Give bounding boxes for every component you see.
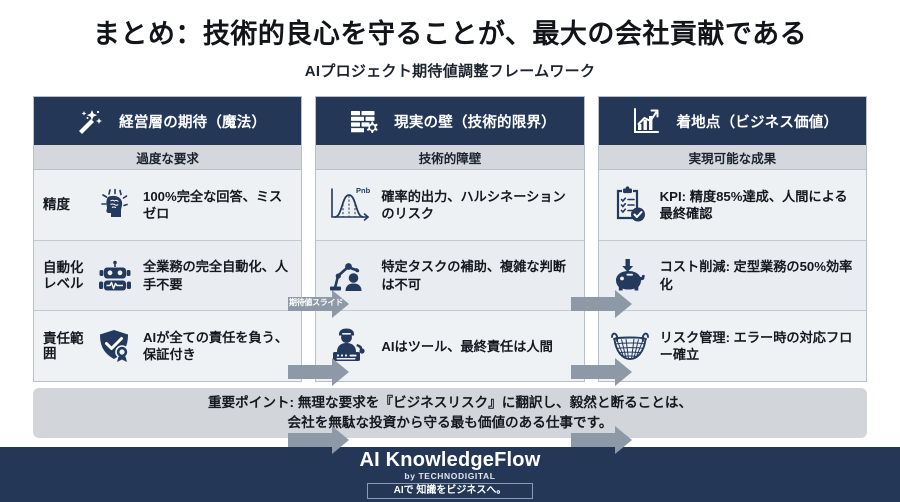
page-title: まとめ：技術的良心を守ることが、最大の会社貢献である [92, 19, 808, 49]
cell-text: AIはツール、最終責任は人間 [381, 338, 553, 354]
note-line-2: 会社を無駄な投資から守る最も価値のある仕事です。 [287, 415, 613, 430]
column-landing: 着地点（ビジネス価値） 実現可能な成果 [597, 96, 867, 382]
key-point-note: 重要ポイント: 無理な要求を『ビジネスリスク』に翻訳し、毅然と断ることは、 会社… [33, 388, 867, 438]
row-label-accuracy: 精度 [43, 197, 70, 213]
cell-landing-accuracy: KPI: 精度85%達成、人間による最終確認 [598, 170, 866, 241]
cell-text: 全業務の完全自動化、人手不要 [143, 259, 289, 292]
brand-name: AI KnowledgeFlow [359, 448, 541, 471]
cell-expectation-automation: 自動化レベル [34, 240, 302, 312]
row-label-responsibility: 責任範囲 [43, 330, 84, 362]
column-title: 着地点（ビジネス価値） [676, 114, 839, 131]
probability-curve-icon: Pnb [325, 185, 373, 225]
row-label-automation: 自動化レベル [43, 259, 84, 291]
clipboard-check-icon [608, 185, 652, 225]
cell-reality-automation: 特定タスクの補助、複雑な判断は不可 [316, 240, 584, 312]
safety-net-icon [608, 326, 652, 366]
cell-text: 特定タスクの補助、複雑な判断は不可 [381, 259, 566, 292]
cell-text: 確率的出力、ハルシネーションのリスク [381, 188, 566, 221]
piggy-bank-icon [608, 256, 652, 296]
magic-wand-icon [69, 101, 109, 141]
cell-text: 100%完全な回答、ミスゼロ [143, 188, 283, 221]
column-cells: Pnb 確率的出力、ハルシネーションのリスク [316, 170, 584, 382]
robot-icon [95, 256, 135, 296]
cell-text: KPI: 精度85%達成、人間による最終確認 [659, 188, 848, 221]
robot-arm-person-icon [325, 256, 373, 296]
cell-text: リスク管理: エラー時の対応フロー確立 [659, 330, 853, 363]
column-subheader: 技術的障壁 [316, 145, 584, 170]
wall-gear-icon [344, 101, 384, 141]
cell-landing-responsibility: リスク管理: エラー時の対応フロー確立 [598, 311, 866, 382]
column-header-landing: 着地点（ビジネス価値） [598, 97, 866, 145]
brand-byline: by TECHNODIGITAL [404, 470, 496, 481]
page-subtitle: AIプロジェクト期待値調整フレームワーク [304, 63, 596, 81]
column-header-expectation: 経営層の期待（魔法） [34, 97, 302, 145]
note-line-1: 重要ポイント: 無理な要求を『ビジネスリスク』に翻訳し、毅然と断ることは、 [207, 395, 693, 411]
cell-text: AIが全ての責任を負う、保証付き [143, 330, 289, 363]
probability-curve-icon-label: Pnb [356, 186, 371, 195]
cell-reality-accuracy: Pnb 確率的出力、ハルシネーションのリスク [316, 170, 584, 241]
cell-expectation-accuracy: 精度 [34, 170, 302, 241]
brand-tagline: AIで 知識をビジネスへ。 [366, 483, 534, 500]
column-cells: 精度 [34, 170, 302, 382]
cell-landing-automation: コスト削減: 定型業務の50%効率化 [598, 240, 866, 312]
framework-matrix: 経営層の期待（魔法） 過度な要求 精度 [33, 96, 867, 454]
column-title: 経営層の期待（魔法） [119, 114, 267, 131]
cell-text: コスト削減: 定型業務の50%効率化 [659, 259, 853, 292]
cell-expectation-responsibility: 責任範囲 AIが全ての責任を負う、保証付き [34, 311, 302, 382]
footer-bar: AI KnowledgeFlow by TECHNODIGITAL AIで 知識… [0, 447, 900, 502]
column-header-reality: 現実の壁（技術的限界） [316, 97, 584, 145]
cell-reality-responsibility: AIはツール、最終責任は人間 [316, 311, 584, 382]
column-cells: KPI: 精度85%達成、人間による最終確認 [598, 170, 866, 382]
chart-growth-icon [626, 101, 666, 141]
column-subheader: 過度な要求 [34, 145, 302, 170]
brain-head-idea-icon [95, 185, 135, 225]
column-reality: 現実の壁（技術的限界） 技術的障壁 [315, 96, 585, 382]
shield-check-badge-icon [95, 326, 135, 366]
operator-console-icon [325, 326, 373, 366]
column-title: 現実の壁（技術的限界） [394, 114, 556, 131]
column-expectation: 経営層の期待（魔法） 過度な要求 精度 [33, 96, 303, 382]
column-subheader: 実現可能な成果 [598, 145, 866, 170]
